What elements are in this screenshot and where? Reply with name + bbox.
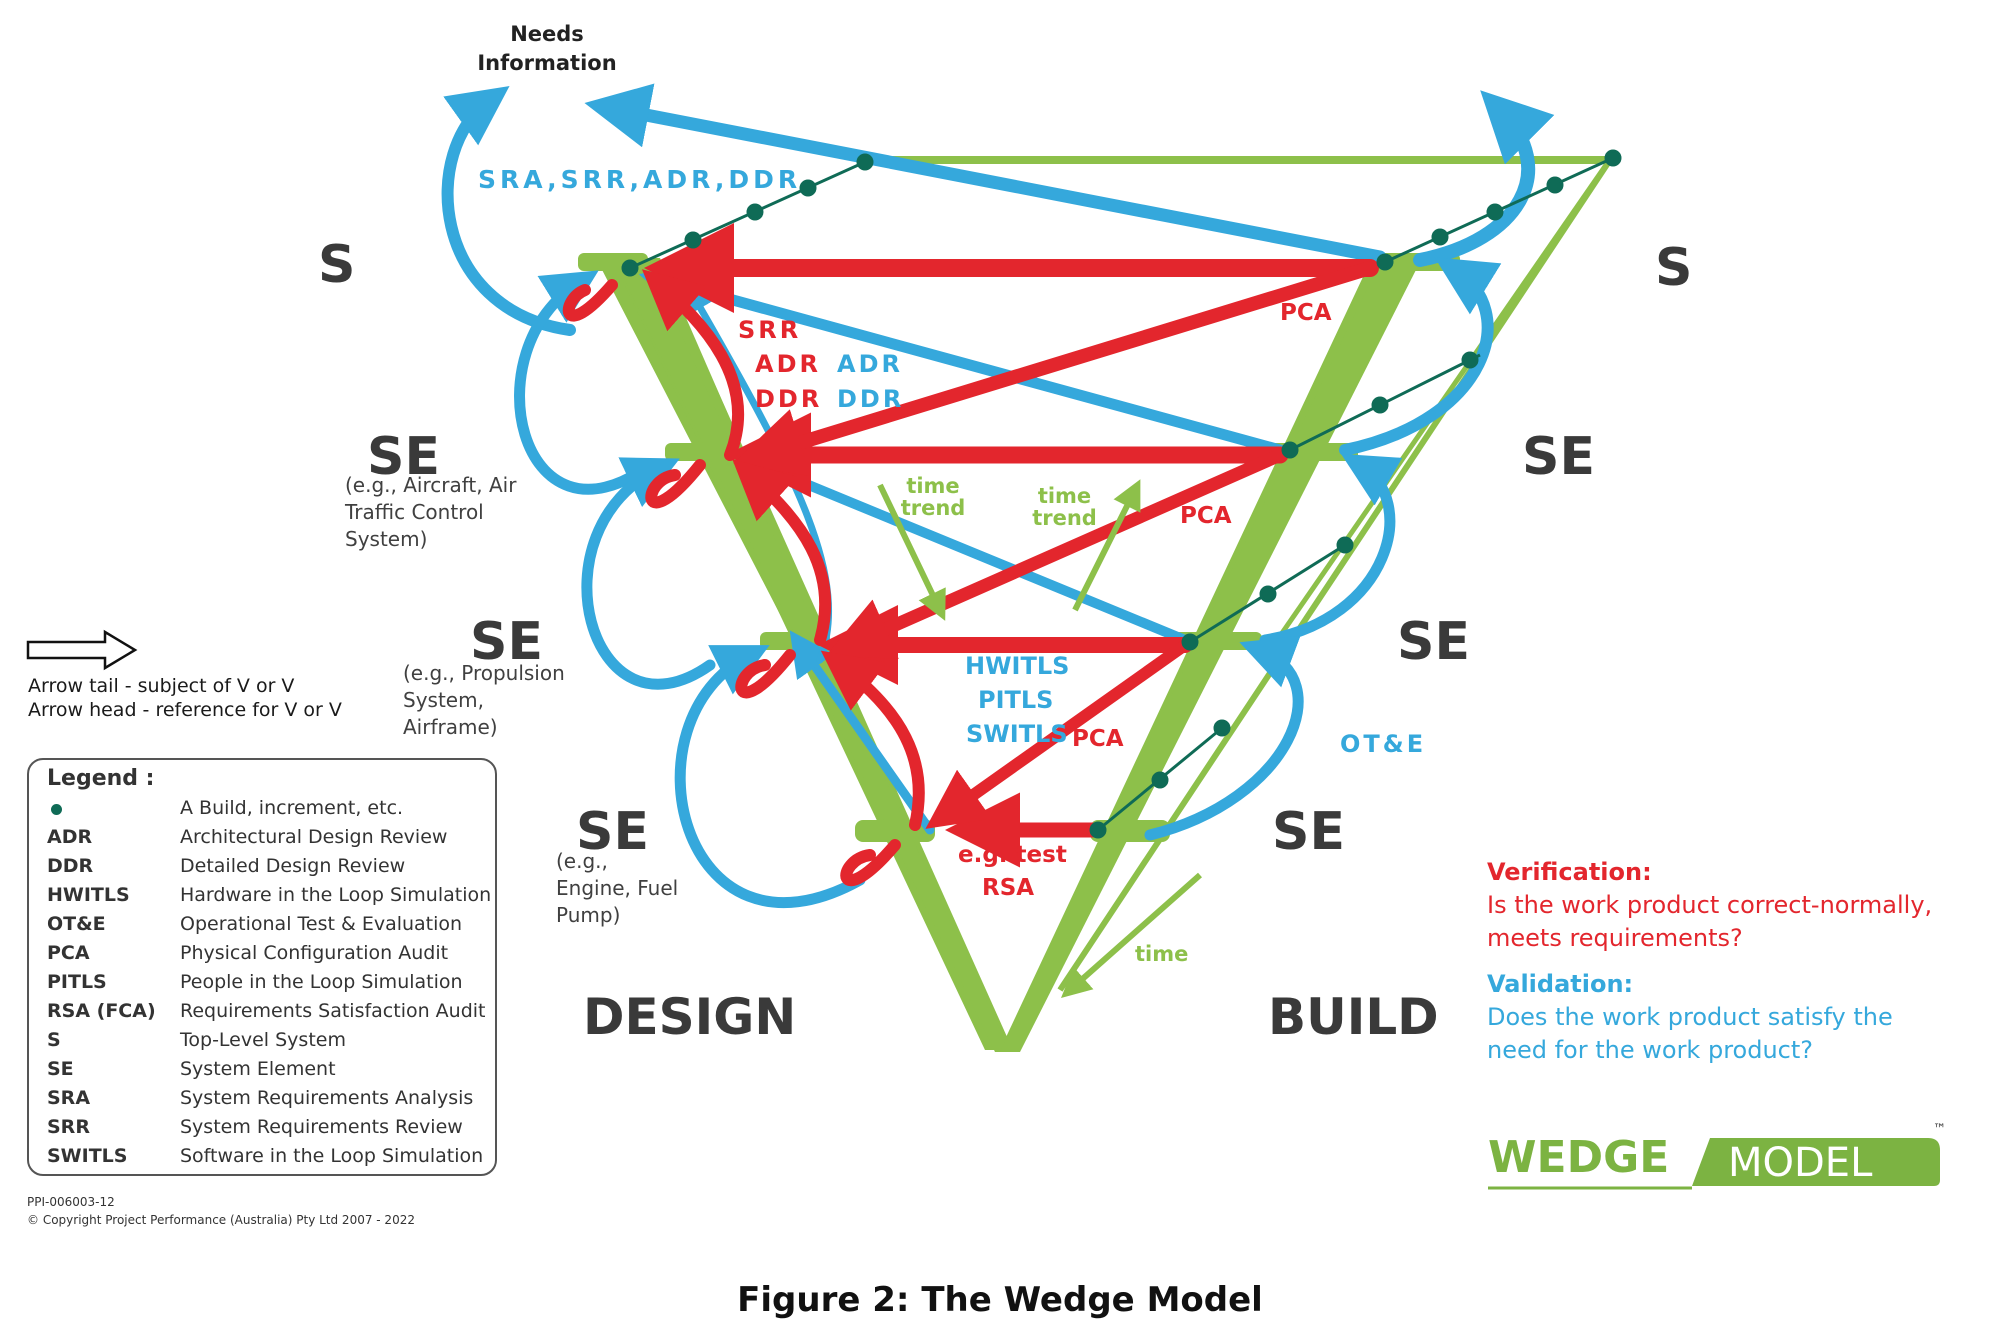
legend-title: Legend : xyxy=(47,766,155,791)
se2-examples: (e.g., Propulsion System, Airframe) xyxy=(403,661,565,739)
figure-caption: Figure 2: The Wedge Model xyxy=(737,1280,1263,1320)
legend-value: System Requirements Analysis xyxy=(180,1087,474,1109)
legend-key: ADR xyxy=(47,826,93,848)
legend-value: Detailed Design Review xyxy=(180,855,406,877)
legend-value: Top-Level System xyxy=(180,1029,346,1051)
legend-value: Physical Configuration Audit xyxy=(180,942,449,964)
sra-reviews-label: SRA,SRR,ADR,DDR xyxy=(478,165,802,194)
legend-value: Software in the Loop Simulation xyxy=(180,1145,484,1167)
rsa-label: RSA xyxy=(982,875,1035,901)
eg-test-label: e.g. test xyxy=(958,842,1067,868)
legend-key: DDR xyxy=(47,855,94,877)
legend-key: SRR xyxy=(47,1116,90,1138)
logo-word-wedge: WEDGE xyxy=(1488,1132,1670,1183)
level-se2-right: SE xyxy=(1397,612,1470,672)
legend-key: HWITLS xyxy=(47,884,130,906)
arrow-note-tail: Arrow tail - subject of V or V xyxy=(28,675,295,697)
time-trend-arrows xyxy=(877,479,1202,998)
validation-title: Validation: xyxy=(1487,970,1634,998)
legend-value: A Build, increment, etc. xyxy=(180,797,404,819)
logo-shape xyxy=(1488,1138,1940,1190)
level-se3-right: SE xyxy=(1272,802,1345,862)
ddr-blue-label: DDR xyxy=(837,385,905,413)
legend-box: Legend : A Build, increment, etc. ADR Ar… xyxy=(27,758,497,1176)
adr-red-label: ADR xyxy=(755,350,821,378)
level-se3-left: SE xyxy=(576,802,649,862)
time-trend-left-label: time trend xyxy=(900,474,966,520)
level-s-right: S xyxy=(1655,238,1693,298)
legend-value: Hardware in the Loop Simulation xyxy=(180,884,492,906)
ddr-red-label: DDR xyxy=(755,385,823,413)
pitls-label: PITLS xyxy=(978,686,1054,714)
legend-key: SRA xyxy=(47,1087,91,1109)
level-se1-left: SE xyxy=(367,427,440,487)
legend-key: SE xyxy=(47,1058,74,1080)
pca-label-1: PCA xyxy=(1280,300,1332,326)
logo-trademark: ™ xyxy=(1933,1122,1946,1137)
outline-arrow-icon xyxy=(26,629,138,671)
build-label: BUILD xyxy=(1268,988,1439,1046)
build-dot-icon xyxy=(47,797,177,820)
legend-value: People in the Loop Simulation xyxy=(180,971,463,993)
legend-value: Architectural Design Review xyxy=(180,826,448,848)
legend-key: PITLS xyxy=(47,971,107,993)
red-verification-arrows xyxy=(562,223,1379,887)
blue-validation-arrows xyxy=(441,83,1555,909)
logo-word-model: MODEL xyxy=(1728,1140,1873,1186)
pca-label-2: PCA xyxy=(1180,503,1232,529)
legend-value: System Requirements Review xyxy=(180,1116,463,1138)
level-s-left: S xyxy=(318,235,356,295)
pca-label-3: PCA xyxy=(1072,726,1124,752)
se3-examples: (e.g., Engine, Fuel Pump) xyxy=(556,849,679,927)
time-label: time xyxy=(1135,942,1189,966)
ote-label: OT&E xyxy=(1340,730,1427,758)
copyright-text: © Copyright Project Performance (Austral… xyxy=(27,1213,415,1227)
wedge-model-logo: WEDGE MODEL ™ xyxy=(1488,1122,1948,1192)
level-se2-left: SE xyxy=(470,612,543,672)
legend-value: System Element xyxy=(180,1058,336,1080)
arrow-note-head: Arrow head - reference for V or V xyxy=(28,699,342,721)
legend-key: OT&E xyxy=(47,913,106,935)
adr-blue-label: ADR xyxy=(837,350,903,378)
legend-value: Requirements Satisfaction Audit xyxy=(180,1000,486,1022)
switls-label: SWITLS xyxy=(966,720,1068,748)
legend-value: Operational Test & Evaluation xyxy=(180,913,463,935)
legend-key: SWITLS xyxy=(47,1145,128,1167)
legend-key: PCA xyxy=(47,942,90,964)
time-trend-right-label: time trend xyxy=(1032,484,1097,530)
needs-information-label: Needs Information xyxy=(477,22,617,75)
validation-text: Does the work product satisfy the need f… xyxy=(1487,1003,1893,1064)
legend-key: S xyxy=(47,1029,61,1051)
design-label: DESIGN xyxy=(583,988,797,1046)
se1-examples: (e.g., Aircraft, Air Traffic Control Sys… xyxy=(345,473,517,551)
srr-label: SRR xyxy=(738,316,802,344)
legend-key: RSA (FCA) xyxy=(47,1000,156,1022)
hwitls-label: HWITLS xyxy=(965,652,1070,680)
verification-text: Is the work product correct-normally, me… xyxy=(1487,891,1933,952)
document-code: PPI-006003-12 xyxy=(27,1195,115,1209)
verification-title: Verification: xyxy=(1487,858,1652,886)
build-increment-lines xyxy=(621,149,1622,839)
level-se1-right: SE xyxy=(1522,427,1595,487)
